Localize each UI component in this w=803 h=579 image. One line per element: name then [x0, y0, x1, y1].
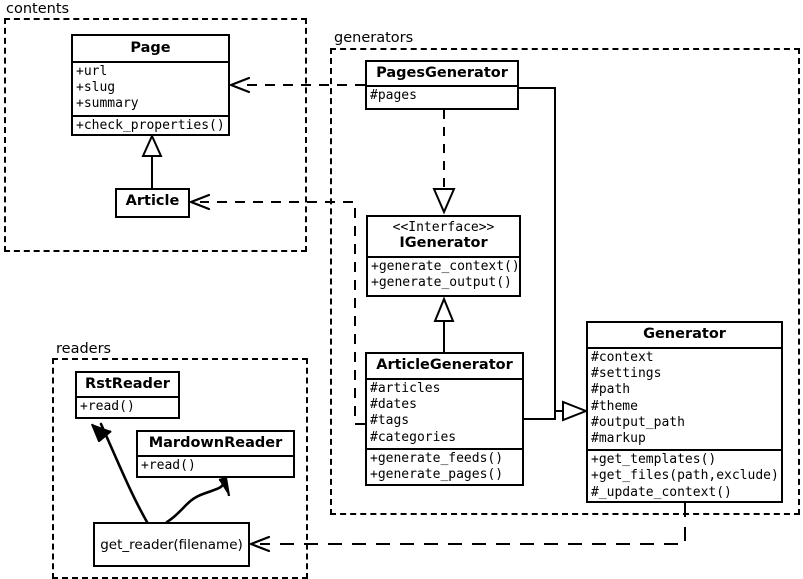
attribute-row: +slug: [76, 80, 116, 96]
class-page-operations: +check_properties(): [73, 114, 228, 136]
class-articlegenerator[interactable]: ArticleGenerator #articles #dates #tags …: [365, 352, 524, 486]
attribute-row: #context: [591, 350, 654, 365]
attribute-row: #settings: [591, 366, 662, 382]
class-igenerator-stereotype: <<Interface>>: [392, 220, 495, 235]
operation-row: +generate_feeds(): [370, 450, 504, 466]
class-pagesgenerator[interactable]: PagesGenerator #pages: [365, 60, 519, 110]
class-generator-attributes: #context #settings #path #theme #output_…: [588, 347, 781, 449]
class-page[interactable]: Page +url +slug +summary +check_properti…: [71, 34, 230, 136]
operation-row: +read(): [80, 399, 135, 414]
attribute-row: #output_path: [591, 414, 685, 430]
package-contents-label: contents: [4, 2, 73, 17]
class-articlegenerator-operations: +generate_feeds() +generate_pages(): [367, 447, 522, 485]
package-readers: [52, 358, 308, 579]
class-igenerator-name: IGenerator: [399, 235, 488, 251]
class-rstreader-operations: +read(): [77, 396, 178, 417]
operation-row: #_update_context(): [591, 484, 732, 500]
operation-row: +read(): [141, 458, 196, 473]
class-article-name: Article: [125, 193, 180, 209]
function-box-get-reader[interactable]: get_reader(filename): [93, 522, 250, 567]
operation-row: +get_templates(): [591, 452, 717, 468]
attribute-row: #theme: [591, 398, 638, 414]
package-contents: [4, 18, 307, 252]
class-mardownreader-name: MardownReader: [148, 435, 283, 451]
package-readers-label: readers: [54, 342, 115, 357]
class-igenerator[interactable]: <<Interface>> IGenerator +generate_conte…: [366, 215, 521, 297]
class-pagesgenerator-attributes: #pages: [367, 85, 517, 106]
class-page-name: Page: [130, 40, 171, 56]
operation-row: +get_files(path,exclude): [591, 468, 779, 484]
class-articlegenerator-name: ArticleGenerator: [376, 357, 513, 373]
attribute-row: +summary: [76, 96, 139, 112]
class-rstreader-name: RstReader: [85, 376, 170, 392]
class-igenerator-operations: +generate_context() +generate_output(): [368, 256, 520, 293]
class-mardownreader-operations: +read(): [138, 455, 293, 476]
package-generators-label: generators: [332, 31, 417, 46]
class-generator-operations: +get_templates() +get_files(path,exclude…: [588, 449, 781, 503]
attribute-row: #pages: [370, 88, 417, 103]
class-generator-name: Generator: [643, 326, 726, 342]
attribute-row: #dates: [370, 397, 417, 413]
class-rstreader[interactable]: RstReader +read(): [75, 371, 180, 419]
class-igenerator-header: <<Interface>> IGenerator: [368, 217, 519, 256]
attribute-row: #markup: [591, 431, 646, 447]
class-pagesgenerator-name: PagesGenerator: [376, 65, 508, 81]
attribute-row: #path: [591, 382, 631, 398]
operation-row: +generate_pages(): [370, 467, 504, 483]
class-page-attributes: +url +slug +summary: [73, 61, 228, 115]
operation-row: +generate_context(): [371, 259, 520, 274]
class-article[interactable]: Article: [115, 188, 190, 218]
package-generators: [330, 48, 800, 515]
class-mardownreader[interactable]: MardownReader +read(): [136, 430, 295, 478]
class-articlegenerator-attributes: #articles #dates #tags #categories: [367, 378, 522, 448]
function-box-get-reader-label: get_reader(filename): [100, 536, 243, 553]
attribute-row: #articles: [370, 381, 441, 396]
attribute-row: #categories: [370, 429, 457, 445]
operation-row: +check_properties(): [76, 117, 225, 133]
attribute-row: +url: [76, 64, 108, 79]
class-generator[interactable]: Generator #context #settings #path #them…: [586, 321, 783, 503]
operation-row: +generate_output(): [371, 275, 512, 291]
attribute-row: #tags: [370, 413, 410, 429]
